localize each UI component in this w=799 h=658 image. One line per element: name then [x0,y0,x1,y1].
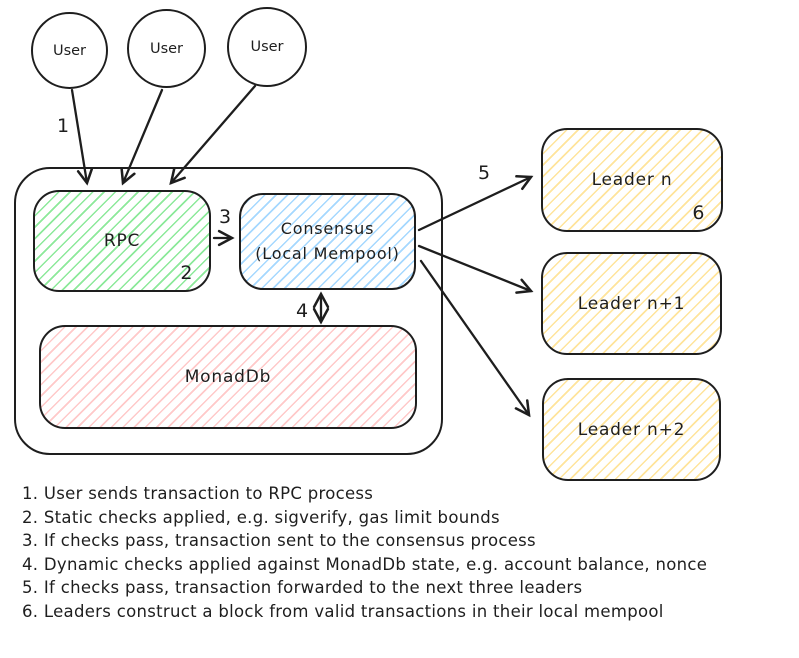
leader-n-node-label: Leader n [591,170,673,190]
step-line-2: 2. Static checks applied, e.g. sigverify… [22,507,500,527]
user-node-2: User [127,9,206,88]
user-node-label: User [250,39,284,55]
leader-n-node: Leader n 6 [541,128,723,232]
step-6-number: 6 [692,202,705,224]
leader-n1-node-label: Leader n+1 [577,293,686,314]
rpc-node-label: RPC [103,231,141,251]
monaddb-node-label: MonadDb [184,367,272,387]
user-node-label: User [52,42,87,59]
monaddb-node: MonadDb [39,325,417,429]
consensus-label-line2: (Local Mempool) [255,243,400,263]
consensus-label-line1: Consensus [280,218,375,238]
leader-n2-node: Leader n+2 [542,378,721,481]
step-line-6: 6. Leaders construct a block from valid … [22,601,664,621]
leader-n2-node-label: Leader n+2 [577,419,686,440]
step-line-5: 5. If checks pass, transaction forwarded… [22,578,583,597]
user-node-3: User [227,7,307,87]
rpc-node: RPC 2 [33,190,211,292]
step-line-3: 3. If checks pass, transaction sent to t… [22,531,536,550]
step-5-number: 5 [478,162,491,184]
step-2-number: 2 [180,262,193,284]
step-3-number: 3 [219,206,232,228]
user-node-1: User [31,12,108,89]
consensus-node: Consensus (Local Mempool) [239,193,416,290]
step-1-number: 1 [57,115,70,137]
user-node-label: User [149,40,184,57]
steps-legend: 1. User sends transaction to RPC process… [22,482,792,623]
consensus-node-label: Consensus (Local Mempool) [255,217,399,267]
step-4-number: 4 [296,300,309,322]
step-line-1: 1. User sends transaction to RPC process [22,484,374,503]
step-line-4: 4. Dynamic checks applied against MonadD… [22,554,708,574]
leader-n1-node: Leader n+1 [541,252,722,355]
